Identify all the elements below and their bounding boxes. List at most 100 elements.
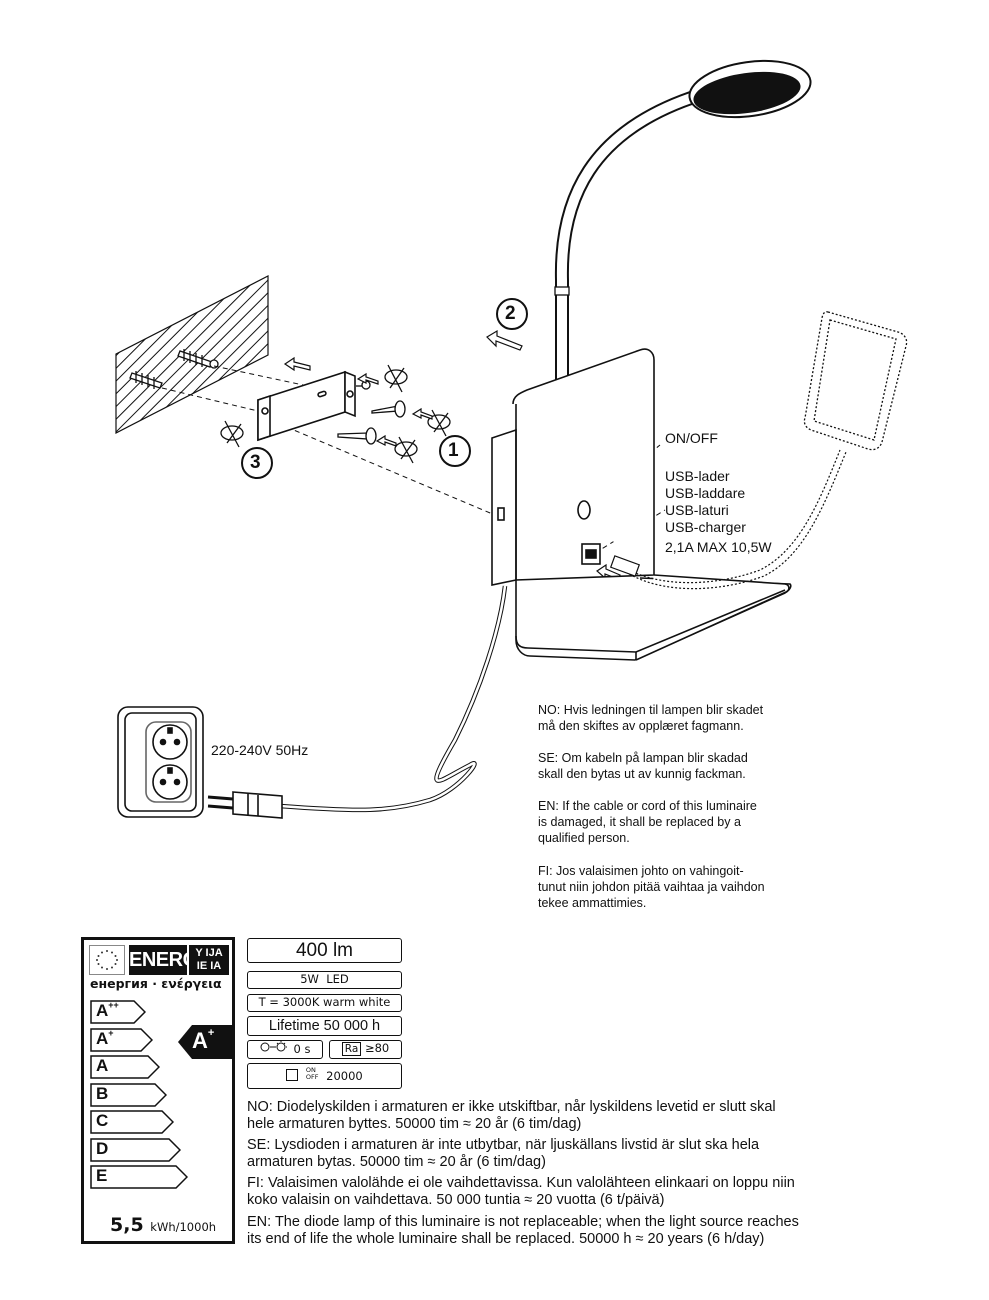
energy-label: ENERG Y IJA IE IA енергия · ενέργεια A++…: [81, 937, 235, 1244]
on-off-button: [577, 500, 591, 520]
cri-symbol: Ra: [341, 1042, 362, 1056]
energy-class-label: D: [96, 1139, 108, 1159]
energy-class-arrow: A: [90, 1055, 160, 1079]
usb-cable: [609, 449, 847, 590]
energy-subtitle: енергия · ενέργεια: [90, 976, 222, 991]
voltage-label: 220-240V 50Hz: [211, 742, 309, 758]
screwdriver-icon: [220, 364, 451, 464]
energy-label-header: ENERG Y IJA IE IA: [89, 945, 229, 975]
smartphone: [803, 311, 908, 451]
energy-class-label: E: [96, 1166, 107, 1186]
direction-arrows: [283, 329, 621, 580]
note-line: EN: The diode lamp of this luminaire is …: [247, 1214, 799, 1230]
warning-line: EN: If the cable or cord of this luminai…: [538, 799, 757, 813]
usb-label-no: USB-lader: [665, 468, 730, 484]
usb-label-se: USB-laddare: [665, 485, 746, 501]
note-line: its end of life the whole luminaire shal…: [247, 1231, 765, 1247]
power-plug: [207, 791, 283, 819]
eu-stars-icon: [89, 945, 125, 975]
step-2-label: 2: [505, 303, 516, 324]
switch-cycles-value: 20000: [326, 1069, 363, 1083]
energy-class-arrow: D: [90, 1137, 181, 1162]
spec-warmup: 0 s: [247, 1040, 323, 1059]
step-3-circle: [241, 447, 273, 479]
usb-rating-label: 2,1A MAX 10,5W: [665, 539, 772, 555]
consumption-unit: kWh/1000h: [150, 1220, 217, 1234]
step-1-label: 1: [448, 440, 459, 461]
warning-line: SE: Om kabeln på lampan blir skadad: [538, 751, 748, 765]
class-letter: A: [96, 1056, 109, 1075]
lifetime-note-fi: FI: Valaisimen valolähde ei ole vaihdett…: [247, 1175, 837, 1209]
class-letter: C: [96, 1111, 109, 1130]
spec-switch-cycles: ON OFF 20000: [247, 1063, 402, 1089]
warning-line: tunut niin johdon pitää vaihtaa ja vaihd…: [538, 880, 765, 894]
bulb-warmup-icon: [260, 1041, 287, 1052]
warmup-value: 0 s: [293, 1042, 311, 1056]
energy-rating-label: A+: [192, 1028, 214, 1054]
warning-line: FI: Jos valaisimen johto on vahingoit-: [538, 864, 744, 878]
energy-consumption: 5,5 kWh/1000h: [110, 1214, 216, 1236]
warning-line: is damaged, it shall be replaced by a: [538, 815, 741, 829]
lifetime-note-se: SE: Lysdioden i armaturen är inte utbytb…: [247, 1137, 837, 1171]
screw-lower: [337, 427, 377, 445]
suffix-top: Y IJA: [195, 947, 223, 959]
spec-lifetime: Lifetime 50 000 h: [247, 1016, 402, 1036]
cord-warning-en: EN: If the cable or cord of this luminai…: [538, 798, 788, 846]
screw-small: [356, 380, 371, 390]
switch-on-label: ON: [305, 1066, 316, 1074]
energy-rating-arrow: A+: [178, 1025, 234, 1059]
class-letter: A: [96, 1001, 109, 1020]
power-cord: [279, 585, 508, 813]
note-line: koko valaisin on vaihdettava. 50 000 tun…: [247, 1192, 665, 1208]
spec-lumen: 400 lm: [247, 938, 402, 963]
lamp-gooseneck: [554, 88, 703, 385]
note-line: hele armaturen byttes. 50000 tim ≈ 20 år…: [247, 1116, 582, 1132]
spec-color-temp: T = 3000K warm white: [247, 994, 402, 1012]
note-line: armaturen bytas. 50000 tim ≈ 20 år (6 ti…: [247, 1154, 546, 1170]
warning-line: tekee ammattimies.: [538, 896, 647, 910]
cord-warning-se: SE: Om kabeln på lampan blir skadad skal…: [538, 750, 788, 782]
screw-upper: [371, 400, 406, 418]
cord-warning-fi: FI: Jos valaisimen johto on vahingoit- t…: [538, 863, 788, 911]
wall-socket: [117, 706, 204, 818]
class-letter: B: [96, 1083, 109, 1103]
energy-class-label: A: [96, 1056, 108, 1076]
energy-class-label: A++: [96, 1001, 119, 1021]
lifetime-note-no: NO: Diodelyskilden i armaturen er ikke u…: [247, 1099, 837, 1133]
lamp-head: [688, 59, 812, 119]
energy-title-suffix: Y IJA IE IA: [189, 945, 229, 975]
usb-label-en: USB-charger: [665, 519, 746, 535]
lamp-body: [491, 348, 792, 661]
suffix-bottom: IE IA: [196, 960, 222, 972]
step-2-circle: [496, 298, 528, 330]
energy-class-label: C: [96, 1111, 108, 1131]
energy-class-label: A+: [96, 1027, 114, 1049]
wall-plug-left: [129, 371, 163, 389]
energy-class-arrow: A++: [90, 1000, 146, 1024]
warning-line: NO: Hvis ledningen til lampen blir skade…: [538, 703, 764, 717]
note-line: NO: Diodelyskilden i armaturen er ikke u…: [247, 1099, 776, 1115]
class-letter: D: [96, 1138, 109, 1158]
energy-class-arrow: A+: [90, 1027, 153, 1052]
warning-line: qualified person.: [538, 831, 630, 845]
cord-warning-no: NO: Hvis ledningen til lampen blir skade…: [538, 702, 788, 734]
class-sup: +: [108, 1027, 114, 1038]
rating-sup: +: [207, 1027, 215, 1039]
class-sup: ++: [108, 1000, 119, 1010]
mounting-bracket: [257, 370, 356, 442]
on-off-label: ON/OFF: [665, 430, 718, 446]
energy-class-arrow: C: [90, 1110, 174, 1134]
energy-class-arrow: B: [90, 1082, 167, 1107]
lifetime-note-en: EN: The diode lamp of this luminaire is …: [247, 1214, 837, 1248]
spec-cri: Ra ≥80: [329, 1040, 402, 1059]
class-letter: E: [96, 1166, 108, 1185]
step-1-circle: [439, 435, 471, 467]
note-line: FI: Valaisimen valolähde ei ole vaihdett…: [247, 1175, 795, 1191]
energy-class-arrow: E: [90, 1165, 188, 1189]
cri-value: ≥80: [364, 1041, 390, 1055]
consumption-value: 5,5: [110, 1214, 144, 1236]
note-line: SE: Lysdioden i armaturen är inte utbytb…: [247, 1137, 760, 1153]
energy-class-label: B: [96, 1084, 108, 1104]
warning-line: må den skiftes av opplæret fagmann.: [538, 719, 744, 733]
